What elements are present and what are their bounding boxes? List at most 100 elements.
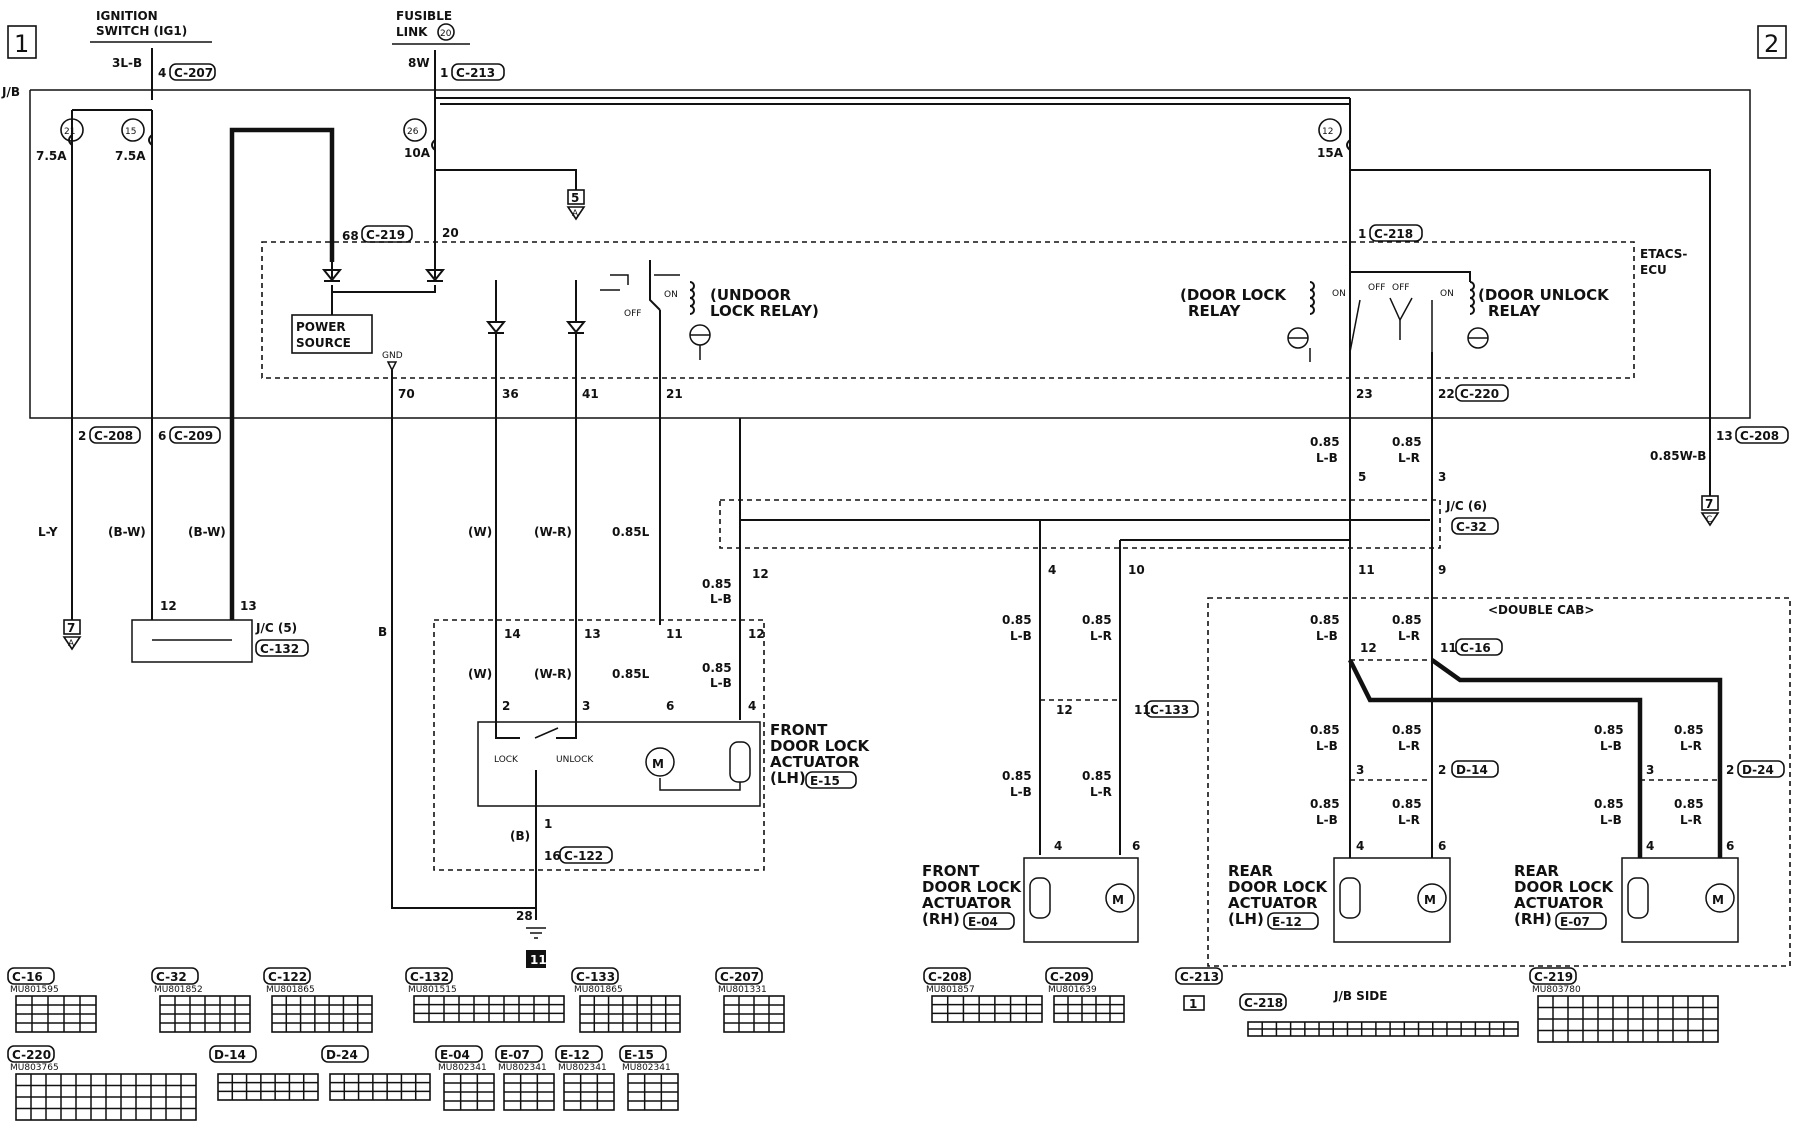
- ignition-pin: 4: [158, 66, 166, 80]
- connector-part: MU801865: [266, 985, 315, 995]
- front-lh-pin-1: 1: [544, 817, 552, 831]
- front-rh-pin-4: 4: [1048, 563, 1056, 577]
- diode-36: [485, 321, 507, 334]
- power-source-line-2: SOURCE: [296, 336, 351, 350]
- door-lock-relay: (DOOR LOCK RELAY ON OFF OFF: [1180, 262, 1413, 362]
- connector-id: E-04: [440, 1048, 470, 1062]
- front-lh-title-2: DOOR LOCK: [770, 737, 871, 755]
- front-lh-dashed-area: [433, 619, 765, 871]
- wire-label-bw-1: (B-W): [108, 525, 146, 539]
- dc-pin-9: 9: [1438, 563, 1446, 577]
- front-lh-unlock: UNLOCK: [556, 755, 594, 765]
- front-lh-pin-11: 11: [666, 627, 683, 641]
- pin-1: 1: [1358, 227, 1366, 241]
- connector-part: MU802341: [558, 1063, 607, 1073]
- conn-c207-badge: [169, 63, 216, 81]
- etacs-ecu-box: [261, 241, 1635, 379]
- connector-legend: C-16MU801595C-32MU801852C-122MU801865C-1…: [7, 967, 1719, 1121]
- front-rh-motor: [1105, 883, 1135, 913]
- fuse12-right-branch: [1350, 169, 1711, 418]
- front-lh-pin-12-top: 12: [752, 567, 769, 581]
- front-lh-wire-wr: (W-R): [534, 667, 572, 681]
- ground-11-box: [526, 950, 546, 968]
- rear-lh-wire-lb-1: 0.85: [1310, 723, 1340, 737]
- connector-body: [1053, 995, 1125, 1023]
- connector-part: MU802341: [622, 1063, 671, 1073]
- marker-5: 5: [571, 191, 579, 205]
- conn-d14-badge: [1451, 760, 1499, 778]
- rear-rh-title-3: ACTUATOR: [1514, 894, 1604, 912]
- conn-c213-badge: [451, 63, 505, 81]
- ground-11: 11: [530, 953, 547, 967]
- fusible-wire-color: 8W: [408, 56, 430, 70]
- front-lh-unlock-wire: [556, 625, 577, 739]
- fuse-12: 12 15A: [1317, 110, 1351, 165]
- ignition-connector: C-207: [174, 66, 213, 80]
- tr-wire-lr-2: L-R: [1398, 451, 1420, 465]
- connector-id: E-15: [624, 1048, 654, 1062]
- diode-41: [565, 321, 587, 334]
- rear-rh-pin-3: 3: [1646, 763, 1654, 777]
- conn-c220: C-220: [1460, 387, 1499, 401]
- marker-a-left: A: [68, 639, 75, 649]
- rear-rh-pin-2: 2: [1726, 763, 1734, 777]
- rear-lh-pin-2: 2: [1438, 763, 1446, 777]
- front-lh-wire-lb-2: L-B: [710, 592, 732, 606]
- rear-lh-wire-lr2-1: 0.85: [1392, 797, 1422, 811]
- connector-body: [931, 995, 1043, 1023]
- rear-rh-wire-lb-1: 0.85: [1594, 723, 1624, 737]
- front-rh-conn: E-04: [968, 915, 998, 929]
- front-rh-motor-m: M: [1112, 893, 1124, 907]
- front-rh-wire-lb-1: 0.85: [1002, 613, 1032, 627]
- etacs-ecu-label-1: ETACS-: [1640, 247, 1687, 261]
- svg-text:OFF: OFF: [1368, 283, 1385, 293]
- page-number-right-box: [1757, 25, 1787, 59]
- dc-pin-11: 11: [1358, 563, 1375, 577]
- rear-lh-wire-lr2-2: L-R: [1398, 813, 1420, 827]
- fusible-connector: C-213: [456, 66, 495, 80]
- rear-rh-conn-d24: D-24: [1742, 763, 1774, 777]
- rear-rh-pin-6: 6: [1726, 839, 1734, 853]
- ecu-pin-21: 21: [666, 387, 683, 401]
- conn-e04-badge: [963, 912, 1015, 930]
- connector-id: C-219: [1534, 970, 1573, 984]
- double-cab-label: <DOUBLE CAB>: [1488, 603, 1594, 617]
- fusible-number-circle: [437, 23, 455, 41]
- svg-text:7.5A: 7.5A: [36, 149, 67, 163]
- marker-7-left: 7: [67, 621, 75, 635]
- fuse-15: 15 7.5A: [115, 110, 153, 163]
- left-pin-2: 2: [78, 429, 86, 443]
- dc-wire-to-rear-rh-6: [1430, 658, 1723, 858]
- diode-68: [321, 269, 343, 282]
- etacs-ecu-label-2: ECU: [1640, 263, 1667, 277]
- connector-part: MU801852: [154, 985, 203, 995]
- fuse-26: 26 10A: [403, 110, 436, 165]
- jc5-pin-13: 13: [240, 599, 257, 613]
- connector-id: C-208: [928, 970, 967, 984]
- front-lh-lock-wire: [495, 625, 520, 739]
- tr-pin-5: 5: [1358, 470, 1366, 484]
- jb-outline: [29, 89, 1751, 419]
- diode-join-wire: [331, 285, 436, 293]
- front-lh-motor-return: [659, 778, 741, 791]
- front-rh-title-3: ACTUATOR: [922, 894, 1012, 912]
- connector-d-24: D-24: [321, 1045, 431, 1101]
- rear-rh-title-2: DOOR LOCK: [1514, 878, 1615, 896]
- rear-rh-wire-lr-1: 0.85: [1674, 723, 1704, 737]
- front-lh-conn: E-15: [810, 774, 840, 788]
- svg-text:21: 21: [64, 127, 75, 137]
- svg-text:ON: ON: [1332, 289, 1346, 299]
- front-rh-conn-c133: C-133: [1150, 703, 1189, 717]
- front-lh-wire-w: (W): [468, 667, 492, 681]
- c213-pin: 1: [1189, 997, 1197, 1011]
- wire-label-w: (W): [468, 525, 492, 539]
- marker-a-left-triangle: [62, 636, 82, 651]
- connector-part: MU801515: [408, 985, 457, 995]
- jc6-box: [719, 499, 1441, 549]
- tr-wire-lb-1: 0.85: [1310, 435, 1340, 449]
